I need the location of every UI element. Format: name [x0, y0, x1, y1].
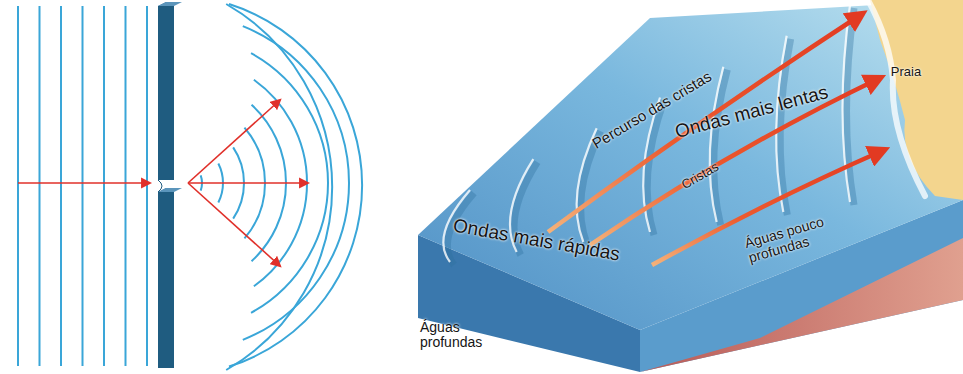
text-label: Praia — [891, 65, 921, 79]
barrier — [158, 2, 182, 368]
text-label: Águas pouco profundas — [743, 206, 857, 266]
text-label: Cristas — [679, 160, 721, 193]
plane-wavefronts — [18, 6, 147, 366]
circular-wavefronts — [201, 4, 362, 370]
crest-paths — [548, 14, 884, 265]
incident-ray — [18, 182, 150, 184]
text-label: Águas profundas — [420, 320, 500, 351]
diffracted-rays — [188, 100, 308, 266]
sea-block — [418, 0, 963, 372]
text-label: Ondas mais rápidas — [451, 215, 621, 265]
text-label: Percurso das cristas — [590, 68, 715, 152]
